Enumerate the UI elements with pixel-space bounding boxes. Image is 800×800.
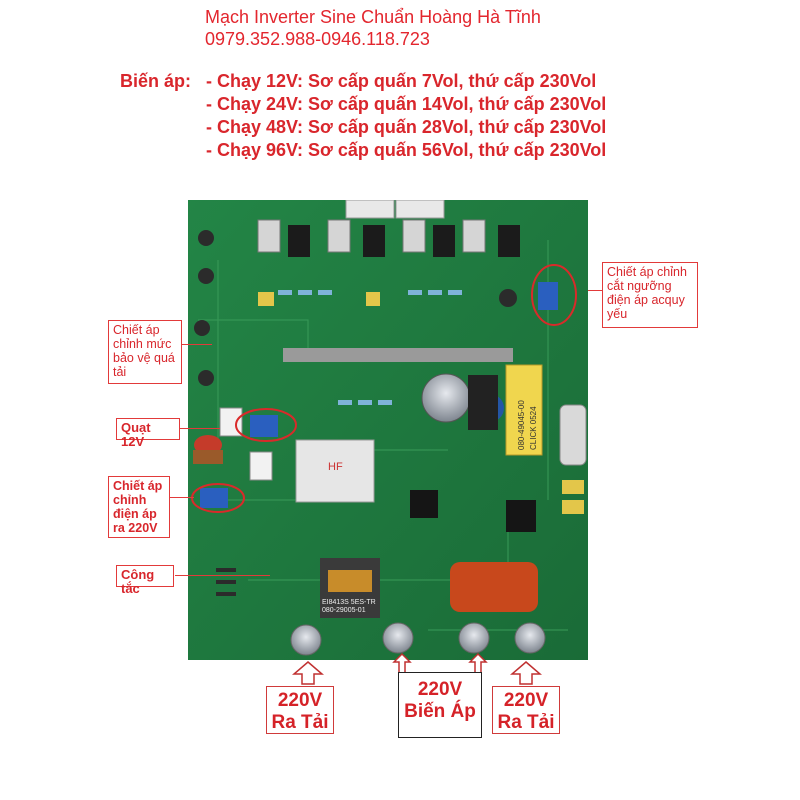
mosfet-row: [257, 219, 520, 257]
callout-battery-cutoff: Chiết áp chỉnh cắt ngưỡng điện áp acquy …: [602, 262, 698, 328]
brown-component: [193, 450, 223, 464]
spec-line-24v: - Chạy 24V: Sơ cấp quấn 14Vol, thứ cấp 2…: [206, 94, 607, 114]
label-load-left: 220V Ra Tải: [266, 686, 334, 734]
label-load-left-text: Ra Tải: [271, 712, 329, 733]
leader-battery: [588, 290, 604, 291]
spec-line-12v: - Chạy 12V: Sơ cấp quấn 7Vol, thứ cấp 23…: [206, 71, 597, 91]
label-load-right-voltage: 220V: [503, 690, 549, 711]
page-title: Mạch Inverter Sine Chuẩn Hoàng Hà Tĩnh: [205, 7, 541, 27]
transformer-code2: EI8413S 5ES-TR: [322, 599, 376, 606]
ic-1: [410, 490, 438, 518]
inductor-label2: CLICK 0524: [529, 406, 538, 450]
arrow-load-left-icon: [292, 661, 324, 685]
heatsink-bar: [283, 348, 513, 362]
label-load-right-text: Ra Tải: [497, 712, 555, 733]
dark-inductor: [468, 375, 498, 430]
connector-2: [249, 451, 273, 481]
small-capacitors-left: [194, 230, 517, 386]
spec-line-48v: - Chạy 48V: Sơ cấp quấn 28Vol, thứ cấp 2…: [206, 117, 607, 137]
main-electrolytic-cap: [421, 373, 471, 423]
callout-fan: Quạt 12V: [116, 418, 180, 449]
label-transformer: 220V Biến Áp: [398, 672, 482, 738]
switch-pins: [216, 568, 236, 596]
connector-top-2: [395, 200, 445, 219]
leader-output: [170, 497, 194, 498]
transformer-coil: [328, 570, 372, 592]
relay-label: HF: [328, 461, 343, 473]
header-title-block: Mạch Inverter Sine Chuẩn Hoàng Hà Tĩnh 0…: [205, 6, 541, 50]
pcb-board-photo: 080-49045-00 CLICK 0524 HF 080-29005-01 …: [188, 200, 588, 660]
connector-top-1: [345, 200, 395, 219]
label-load-right: 220V Ra Tải: [492, 686, 560, 734]
phone-numbers: 0979.352.988-0946.118.723: [205, 29, 430, 49]
output-terminals: [290, 622, 546, 656]
callout-switch: Công tắc: [116, 565, 174, 596]
inductor-yellow: [505, 364, 543, 456]
transformer-spec-label: Biến áp:: [120, 71, 192, 91]
leader-switch: [175, 575, 270, 576]
label-load-left-voltage: 220V: [277, 690, 323, 711]
inductor-label: 080-49045-00: [517, 400, 526, 450]
label-transformer-voltage: 220V: [417, 679, 463, 700]
callout-output-voltage: Chiết áp chỉnh điện áp ra 220V: [108, 476, 170, 538]
pot-highlight-circles: [191, 264, 577, 513]
coil-right: [559, 404, 587, 466]
arrow-load-right-icon: [510, 661, 542, 685]
transformer-code: 080-29005-01: [322, 607, 366, 614]
resistor-rows: [278, 290, 462, 405]
relay: [295, 439, 375, 503]
leader-overload: [182, 344, 212, 345]
film-capacitor: [450, 562, 538, 612]
spec-line-96v: - Chạy 96V: Sơ cấp quấn 56Vol, thứ cấp 2…: [206, 140, 607, 160]
label-transformer-text: Biến Áp: [404, 701, 476, 722]
potentiometers: [200, 282, 558, 508]
callout-overload-protect: Chiết áp chỉnh mức bảo vệ quá tải: [108, 320, 182, 384]
ic-2: [506, 500, 536, 532]
leader-fan: [180, 428, 220, 429]
